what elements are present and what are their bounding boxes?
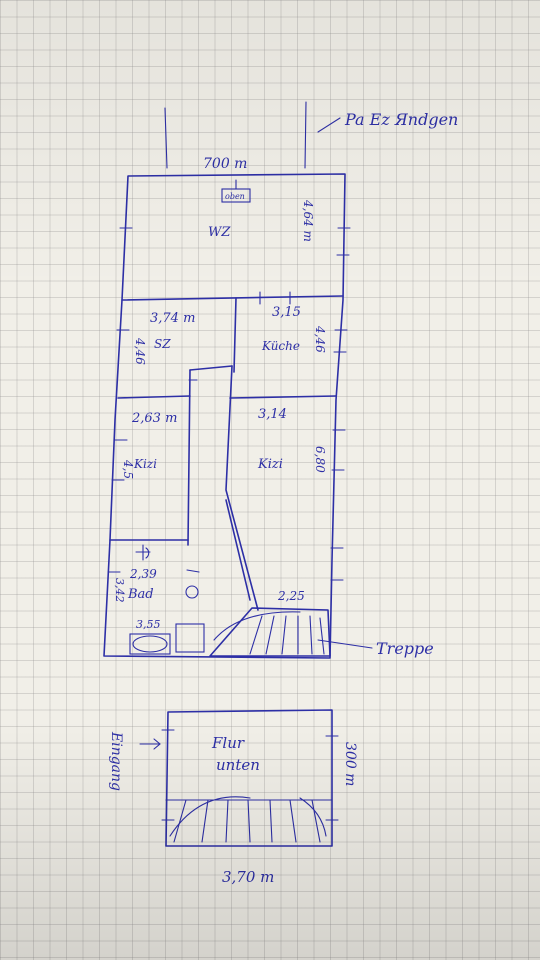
label-entrance: Eingang bbox=[108, 731, 124, 791]
wall-ticks bbox=[107, 227, 351, 581]
label-kizi-right-depth: 6,80 bbox=[313, 446, 327, 473]
label-bad-depth: 3,42 bbox=[113, 578, 126, 603]
wall-kueche-bottom bbox=[229, 395, 337, 399]
toilet bbox=[185, 585, 199, 599]
corridor-wall-left bbox=[187, 369, 191, 546]
bathtub-box bbox=[129, 633, 171, 655]
corridor-wall-right bbox=[225, 365, 259, 611]
sink bbox=[135, 544, 151, 561]
label-bad-width: 2,39 bbox=[129, 567, 157, 581]
wall-sz-bottom bbox=[117, 395, 191, 399]
label-kizi-right: Kizi bbox=[257, 457, 283, 472]
label-kizi-left: Kizi bbox=[133, 457, 157, 471]
bathtub bbox=[132, 635, 168, 653]
corridor-wall-top bbox=[189, 365, 233, 371]
label-wz-depth: 4,64 m bbox=[301, 199, 315, 242]
label-kizi-left-depth: 4,5 bbox=[121, 459, 135, 479]
label-kizi-left-width: 2,63 m bbox=[131, 411, 177, 426]
label-flur-width: 3,70 m bbox=[222, 868, 274, 886]
flur-outline bbox=[165, 709, 333, 847]
label-neighbor-note: Pa Ez Яndgen bbox=[344, 110, 458, 129]
outer-wall bbox=[103, 173, 346, 659]
upper-floor-plan bbox=[103, 101, 373, 659]
label-top-width: 700 m bbox=[203, 156, 247, 172]
lower-floor-plan bbox=[139, 709, 339, 847]
label-bad-bottom: 3,55 bbox=[136, 618, 161, 631]
label-stair-width: 2,25 bbox=[277, 589, 305, 603]
wall-sz-kueche bbox=[233, 297, 237, 373]
shower-tray bbox=[175, 623, 205, 653]
corridor-diagonal bbox=[225, 499, 251, 601]
entrance-arrow bbox=[139, 738, 161, 750]
wall-wz-bottom bbox=[121, 295, 344, 301]
label-kueche-width: 3,15 bbox=[272, 305, 301, 320]
label-wz: WZ bbox=[208, 225, 231, 240]
label-sz: SZ bbox=[154, 337, 171, 351]
label-kizi-right-width: 3,14 bbox=[258, 407, 287, 422]
stair-leader bbox=[317, 639, 373, 649]
dimension-extension-right bbox=[304, 101, 307, 169]
label-kueche-depth: 4,46 bbox=[313, 325, 327, 353]
stair-outline bbox=[209, 607, 331, 657]
label-stair: Treppe bbox=[376, 639, 434, 658]
flur-ticks bbox=[161, 729, 339, 821]
label-flur-unten: unten bbox=[216, 756, 260, 774]
label-bad: Bad bbox=[127, 587, 154, 602]
label-oben: oben bbox=[225, 192, 245, 201]
neighbor-leader bbox=[317, 117, 341, 133]
stair-sweep bbox=[213, 611, 301, 641]
label-sz-width: 3,74 m bbox=[150, 311, 195, 326]
label-flur-depth: 300 m bbox=[342, 742, 358, 786]
label-kueche: Küche bbox=[261, 339, 300, 353]
label-sz-depth: 4,46 bbox=[133, 337, 147, 365]
label-flur: Flur bbox=[211, 734, 245, 752]
dimension-extension-left bbox=[164, 107, 168, 169]
flur-stairs bbox=[165, 799, 333, 843]
flur-sweep bbox=[169, 796, 327, 837]
stair-steps bbox=[249, 615, 325, 655]
